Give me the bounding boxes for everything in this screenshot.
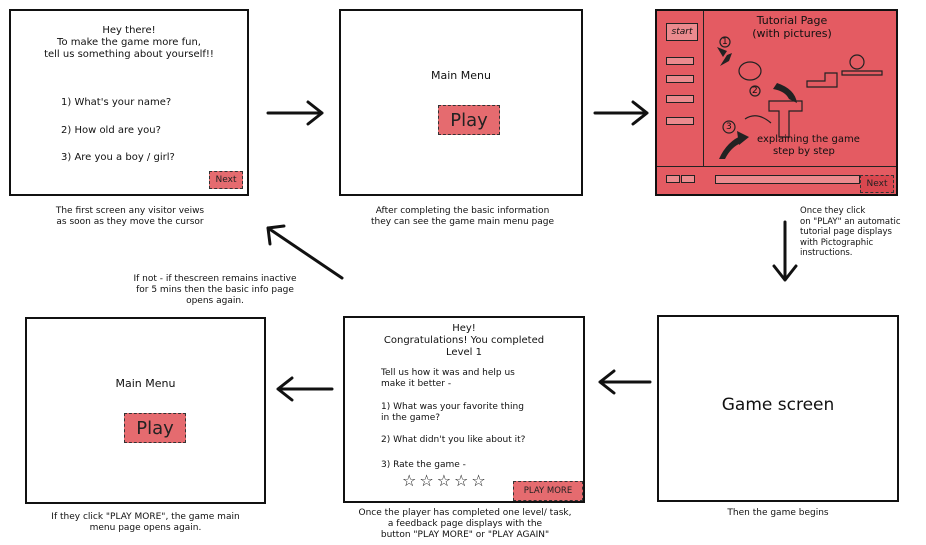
game-screen-title: Game screen	[721, 395, 835, 415]
screen2-caption-line2: they can see the game main menu page	[370, 217, 555, 227]
play-button-again[interactable]: Play	[124, 413, 186, 443]
screen4-caption: Then the game begins	[727, 508, 829, 518]
arrow-right-icon	[266, 100, 324, 126]
feedback-prompt-line1: Tell us how it was and help us	[381, 368, 515, 378]
next-button[interactable]: Next	[209, 171, 243, 189]
tutorial-next-button[interactable]: Next	[860, 175, 894, 193]
tutorial-sidebar	[657, 11, 704, 166]
screen-main-menu: Main Menu Play	[339, 9, 583, 196]
tutorial-pictograms	[717, 36, 883, 159]
sidebar-slot-4	[666, 117, 694, 125]
step-label-2: 2	[752, 86, 758, 96]
step-label-3: 3	[726, 122, 732, 132]
feedback-prompt-line2: make it better -	[381, 379, 452, 389]
screen-basic-info: Hey there! To make the game more fun, te…	[9, 9, 249, 196]
sidebar-slot-3	[666, 95, 694, 103]
greeting-text: Hey there!	[102, 25, 156, 36]
bottom-progress-bar	[715, 175, 860, 184]
screen3-caption-line5: instructions.	[800, 248, 853, 258]
start-sketch: start	[666, 23, 698, 41]
arrow-left-icon	[276, 376, 334, 402]
feedback-q1-line1: 1) What was your favorite thing	[381, 402, 524, 412]
play-button[interactable]: Play	[438, 105, 500, 135]
screen6-caption-line2: menu page opens again.	[89, 523, 202, 533]
intro-text-line1: To make the game more fun,	[57, 37, 201, 48]
star-icon[interactable]: ☆	[436, 471, 452, 490]
feedback-q3: 3) Rate the game -	[381, 460, 466, 470]
screen5-caption-line3: button "PLAY MORE" or "PLAY AGAIN"	[380, 530, 550, 540]
question-name: 1) What's your name?	[61, 97, 172, 108]
feedback-congrats-text: Congratulations! You completed	[383, 335, 545, 346]
screen3-caption-line1: Once they click	[800, 206, 866, 216]
star-icon[interactable]: ☆	[419, 471, 434, 490]
screen-tutorial: start Next Tutorial Page (with pictures)	[655, 9, 898, 196]
screen3-caption-line3: tutorial page displays	[800, 227, 892, 237]
arrow-right-icon	[593, 100, 649, 126]
screen3-caption-line2: on "PLAY" an automatic	[800, 216, 901, 227]
feedback-hey-text: Hey!	[452, 323, 476, 334]
step-label-1: 1	[722, 37, 728, 47]
screen5-caption-line2: a feedback page displays with the	[387, 519, 543, 529]
star-icon[interactable]: ☆	[471, 471, 486, 490]
question-age: 2) How old are you?	[61, 125, 161, 136]
bottom-slot-1	[666, 175, 680, 183]
tutorial-bottom-bar	[657, 166, 896, 167]
feedback-q1-line2: in the game?	[381, 413, 441, 423]
screen2-caption-line1: After completing the basic information	[375, 206, 550, 216]
inactive-note-line1: If not - if thescreen remains inactive	[133, 274, 297, 284]
sidebar-slot-2	[666, 75, 694, 83]
arrow-left-icon	[598, 369, 652, 395]
tutorial-title-line2: (with pictures)	[752, 27, 832, 40]
arrow-down-icon	[772, 220, 798, 282]
feedback-q2: 2) What didn't you like about it?	[381, 435, 526, 445]
screen1-caption-line2: as soon as they move the cursor	[56, 217, 204, 227]
main-menu-title-again: Main Menu	[115, 377, 176, 390]
screen-game: Game screen	[657, 315, 899, 502]
screen6-caption-line1: If they click "PLAY MORE", the game main	[51, 512, 240, 522]
bottom-slot-2	[681, 175, 695, 183]
feedback-level-text: Level 1	[446, 347, 482, 358]
screen3-caption-line4: with Pictographic	[800, 237, 874, 248]
question-gender: 3) Are you a boy / girl?	[61, 152, 175, 163]
sidebar-slot-1	[666, 57, 694, 65]
rating-stars[interactable]: ☆☆☆☆☆	[402, 471, 489, 490]
tutorial-explain-line1: explaining the game	[757, 134, 860, 145]
main-menu-title: Main Menu	[431, 69, 491, 82]
screen5-caption-line1: Once the player has completed one level/…	[358, 508, 572, 518]
screen-feedback: Hey! Congratulations! You completed Leve…	[343, 316, 585, 503]
screen1-caption-line1: The first screen any visitor veiws	[55, 206, 205, 216]
arrow-up-left-icon	[266, 224, 344, 280]
star-icon[interactable]: ☆	[402, 471, 417, 490]
inactive-note-line3: opens again.	[186, 296, 244, 306]
tutorial-title-line1: Tutorial Page	[756, 14, 828, 27]
tutorial-explain-line2: step by step	[773, 146, 835, 157]
intro-text-line2: tell us something about yourself!!	[44, 49, 214, 60]
screen-main-menu-again: Main Menu Play	[25, 317, 266, 504]
inactive-note-line2: for 5 mins then the basic info page	[136, 285, 294, 295]
play-more-button[interactable]: PLAY MORE	[513, 481, 583, 501]
star-icon[interactable]: ☆	[454, 471, 469, 490]
